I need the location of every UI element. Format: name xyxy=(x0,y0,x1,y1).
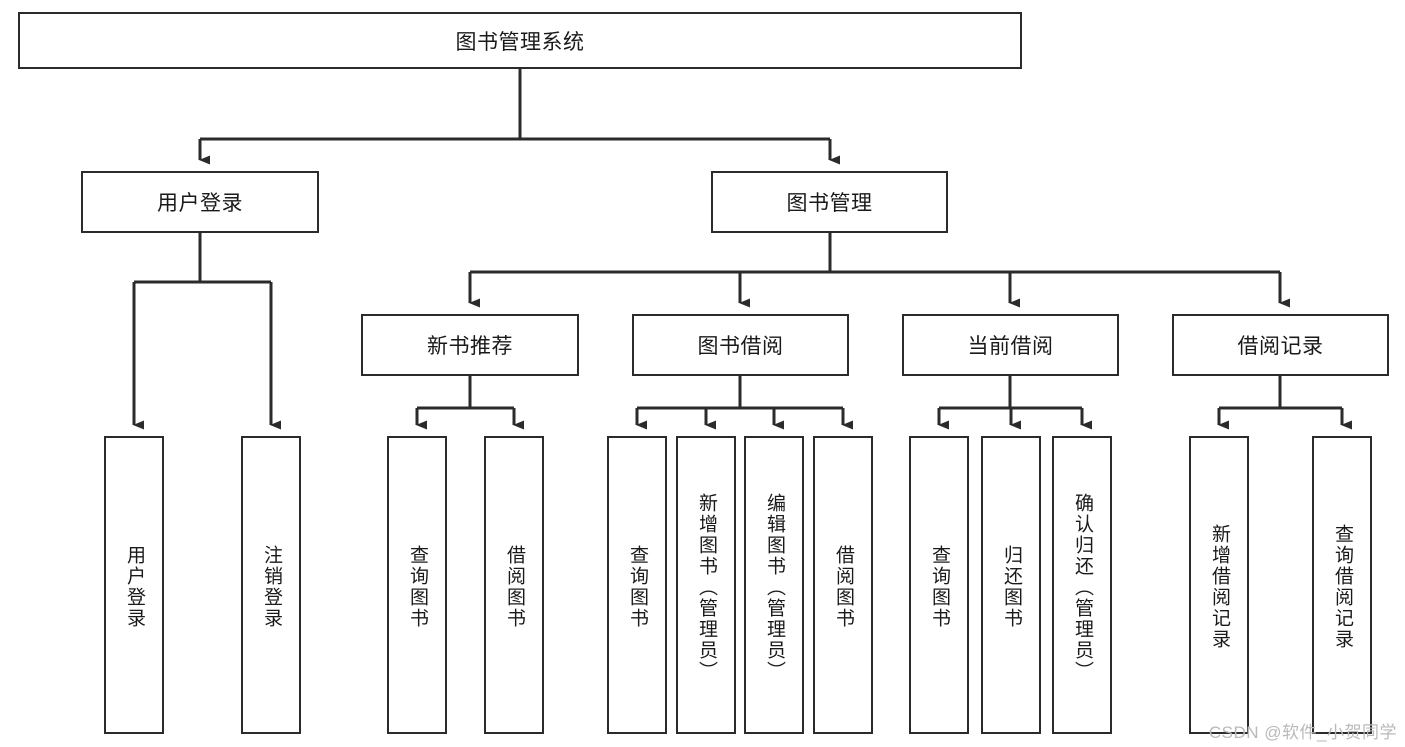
node-label: 编辑图书（管理员） xyxy=(763,492,785,682)
node-current-borrow[interactable]: 当前借阅 xyxy=(902,314,1119,376)
node-leaf-confirm-return-admin[interactable]: 确认归还（管理员） xyxy=(1052,436,1112,734)
node-label: 归还图书 xyxy=(1000,545,1022,629)
node-leaf-user-login[interactable]: 用户登录 xyxy=(104,436,164,734)
node-leaf-add-borrow-record[interactable]: 新增借阅记录 xyxy=(1189,436,1249,734)
edges-user-login xyxy=(132,233,281,430)
node-new-book-recommend[interactable]: 新书推荐 xyxy=(361,314,579,376)
node-label: 用户登录 xyxy=(123,545,145,629)
node-leaf-user-logout[interactable]: 注销登录 xyxy=(241,436,301,734)
node-root-system[interactable]: 图书管理系统 xyxy=(18,12,1022,69)
node-label: 借阅记录 xyxy=(1237,335,1324,358)
node-leaf-query-borrow-record[interactable]: 查询借阅记录 xyxy=(1312,436,1372,734)
edges-book-manage xyxy=(468,233,1290,308)
edges-borrow-record xyxy=(1217,376,1352,430)
edges-root xyxy=(198,69,840,165)
node-label: 查询借阅记录 xyxy=(1331,524,1353,650)
edges-current-borrow xyxy=(937,376,1092,430)
node-label: 查询图书 xyxy=(406,545,428,629)
node-label: 借阅图书 xyxy=(832,545,854,629)
node-book-borrow[interactable]: 图书借阅 xyxy=(632,314,849,376)
node-leaf-add-book-admin[interactable]: 新增图书（管理员） xyxy=(676,436,736,734)
edges-book-borrow xyxy=(635,376,853,430)
node-label: 注销登录 xyxy=(260,545,282,629)
node-leaf-query-book-3[interactable]: 查询图书 xyxy=(909,436,969,734)
node-leaf-borrow-book-2[interactable]: 借阅图书 xyxy=(813,436,873,734)
watermark: CSDN @软件_小贺同学 xyxy=(1208,723,1397,742)
node-label: 用户登录 xyxy=(157,192,243,215)
node-label: 借阅图书 xyxy=(503,545,525,629)
node-book-manage[interactable]: 图书管理 xyxy=(711,171,948,233)
edges-new-book-recommend xyxy=(415,376,524,430)
node-label: 查询图书 xyxy=(928,545,950,629)
node-borrow-record[interactable]: 借阅记录 xyxy=(1172,314,1389,376)
node-user-login[interactable]: 用户登录 xyxy=(81,171,319,233)
node-leaf-query-book-2[interactable]: 查询图书 xyxy=(607,436,667,734)
node-label: 确认归还（管理员） xyxy=(1071,492,1093,682)
node-label: 新增图书（管理员） xyxy=(695,492,717,682)
node-label: 查询图书 xyxy=(626,545,648,629)
node-leaf-edit-book-admin[interactable]: 编辑图书（管理员） xyxy=(744,436,804,734)
node-label: 当前借阅 xyxy=(967,335,1054,358)
node-leaf-query-book-1[interactable]: 查询图书 xyxy=(387,436,447,734)
node-label: 图书管理系统 xyxy=(455,30,585,54)
node-label: 图书借阅 xyxy=(697,335,784,358)
node-leaf-borrow-book-1[interactable]: 借阅图书 xyxy=(484,436,544,734)
node-leaf-return-book[interactable]: 归还图书 xyxy=(981,436,1041,734)
node-label: 新书推荐 xyxy=(427,335,513,358)
node-label: 图书管理 xyxy=(786,192,873,215)
node-label: 新增借阅记录 xyxy=(1208,524,1230,650)
